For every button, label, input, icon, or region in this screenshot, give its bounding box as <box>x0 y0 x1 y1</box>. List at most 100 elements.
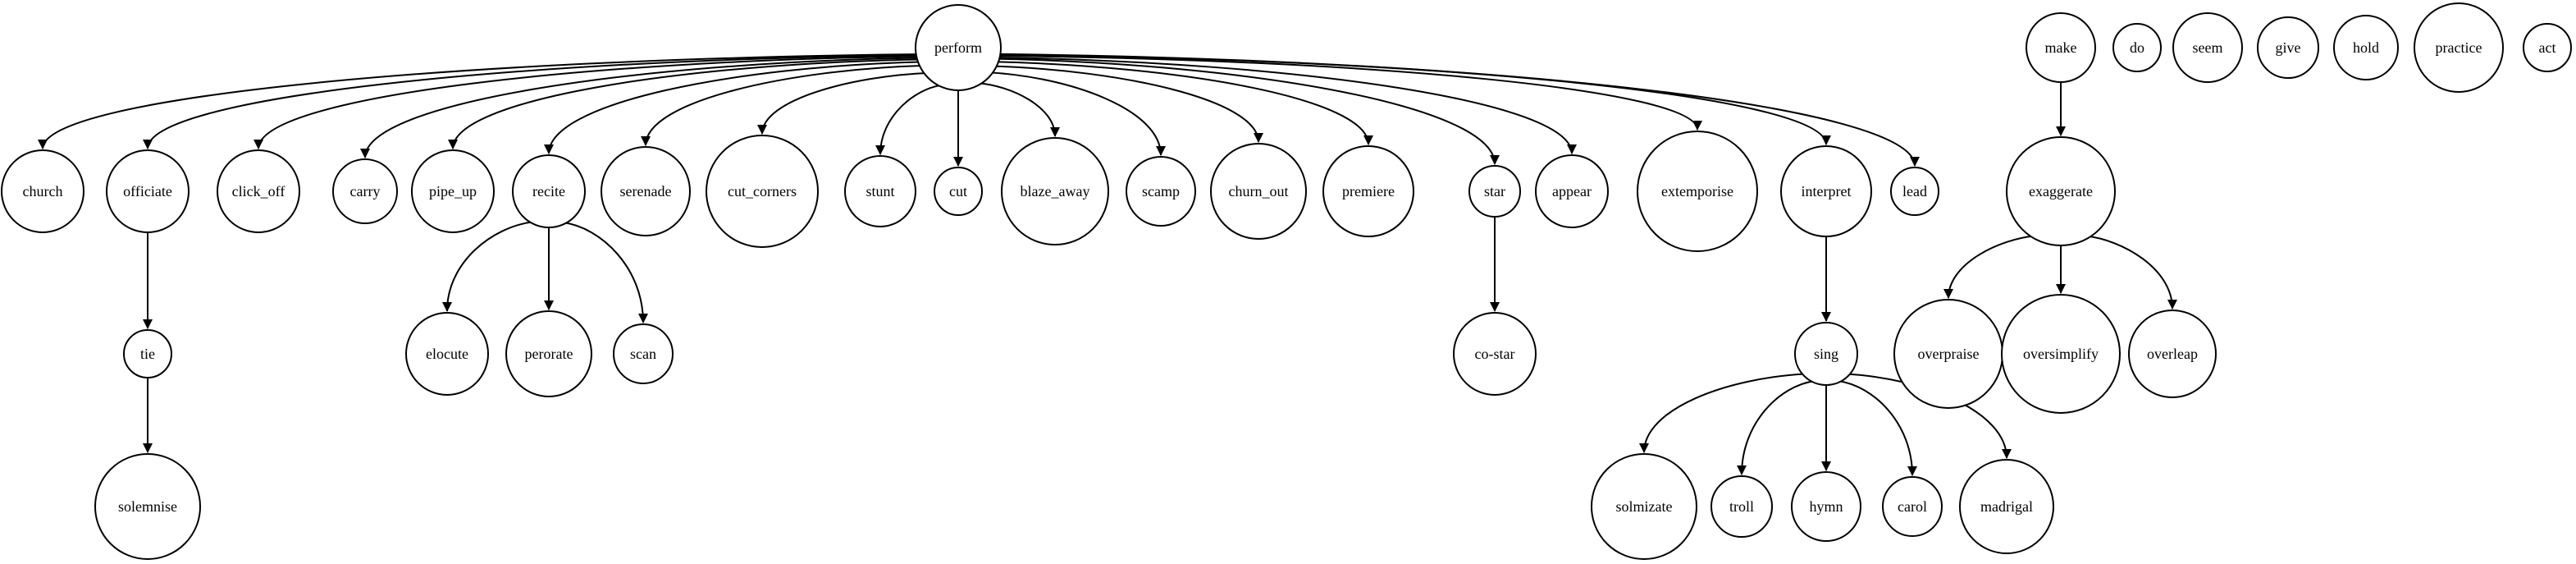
node-circle <box>844 155 916 227</box>
node-label: madrigal <box>1980 498 2033 515</box>
node-label: troll <box>1729 498 1754 515</box>
node-label: click_off <box>232 183 285 199</box>
node-blaze-away: blaze_away <box>1001 137 1109 245</box>
node-label: sing <box>1814 346 1838 362</box>
node-label: solemnise <box>118 498 177 515</box>
node-label: cut_corners <box>728 183 797 199</box>
edge-perform-to-stunt <box>875 84 943 155</box>
node-label: officiate <box>123 183 172 199</box>
node-label: solmizate <box>1616 498 1673 515</box>
node-circle <box>1882 476 1943 537</box>
edge-sing-to-troll <box>1737 380 1815 475</box>
node-circle <box>2414 2 2504 93</box>
node-circle <box>332 158 398 224</box>
node-solmizate: solmizate <box>1591 453 1697 560</box>
node-circle <box>405 312 489 396</box>
node-click-off: click_off <box>217 149 300 233</box>
node-label: lead <box>1902 183 1927 199</box>
node-circle <box>2172 12 2243 83</box>
edge-perform-to-premiere <box>990 61 1373 145</box>
node-label: scamp <box>1142 183 1180 199</box>
node-lead: lead <box>1890 167 1939 216</box>
node-scamp: scamp <box>1126 156 1196 227</box>
node-churn-out: churn_out <box>1210 143 1307 240</box>
node-tie: tie <box>123 329 172 378</box>
node-overleap: overleap <box>2128 310 2217 398</box>
node-label: appear <box>1552 183 1592 199</box>
node-hymn: hymn <box>1791 471 1861 542</box>
node-circle <box>1791 471 1861 542</box>
node-circle <box>94 453 201 560</box>
edge-perform-to-recite <box>544 61 926 154</box>
node-circle <box>1126 156 1196 227</box>
node-label: elocute <box>426 346 468 362</box>
edge-perform-to-churn-out <box>989 65 1263 143</box>
node-circle <box>1890 167 1939 216</box>
node-label: seem <box>2193 39 2223 56</box>
edge-recite-to-scan <box>563 222 648 323</box>
edge-perform-to-serenade <box>641 64 928 146</box>
node-cut: cut <box>934 167 983 216</box>
node-give: give <box>2257 16 2319 79</box>
node-circle <box>1959 459 2054 554</box>
node-circle <box>1794 322 1858 386</box>
node-circle <box>505 310 592 397</box>
node-label: scan <box>630 346 656 362</box>
node-circle <box>1 149 84 233</box>
node-circle <box>1210 143 1307 240</box>
node-circle <box>1001 137 1109 245</box>
node-label: star <box>1484 183 1505 199</box>
edge-sing-to-solmizate <box>1639 373 1807 453</box>
node-circle <box>512 154 586 228</box>
node-star: star <box>1468 165 1521 218</box>
node-label: make <box>2045 39 2077 56</box>
node-perform: perform <box>915 4 1002 91</box>
node-label: overleap <box>2147 346 2198 362</box>
node-label: cut <box>949 183 967 199</box>
node-circle <box>1591 453 1697 560</box>
node-practice: practice <box>2414 2 2504 93</box>
node-oversimplify: oversimplify <box>2001 294 2121 414</box>
node-label: exaggerate <box>2029 183 2093 199</box>
node-label: practice <box>2436 39 2482 56</box>
edge-perform-to-pipe-up <box>448 58 925 149</box>
node-label: blaze_away <box>1021 183 1090 199</box>
node-circle <box>2001 294 2121 414</box>
node-label: oversimplify <box>2023 346 2099 362</box>
node-appear: appear <box>1535 154 1609 228</box>
node-sing: sing <box>1794 322 1858 386</box>
node-label: serenade <box>620 183 672 199</box>
edge-perform-to-blaze-away <box>977 82 1060 137</box>
node-label: pipe_up <box>429 183 477 199</box>
node-label: hymn <box>1809 498 1843 515</box>
node-act: act <box>2523 23 2572 72</box>
node-circle <box>1710 475 1773 538</box>
node-circle <box>915 4 1002 91</box>
edge-perform-to-click-off <box>253 55 925 149</box>
node-label: carol <box>1898 498 1927 515</box>
node-circle <box>613 323 674 384</box>
node-perorate: perorate <box>505 310 592 397</box>
node-recite: recite <box>512 154 586 228</box>
node-label: overpraise <box>1918 346 1980 362</box>
node-circle <box>706 135 819 248</box>
node-circle <box>106 149 190 233</box>
node-label: church <box>23 183 63 199</box>
edge-exaggerate-to-overleap <box>2085 235 2177 310</box>
edge-perform-to-scamp <box>985 71 1166 156</box>
edge-perform-to-appear <box>991 56 1577 154</box>
edge-perform-to-star <box>991 57 1500 165</box>
node-premiere: premiere <box>1322 145 1414 237</box>
node-circle <box>1453 312 1537 396</box>
edge-sing-to-carol <box>1838 380 1917 476</box>
node-circle <box>1468 165 1521 218</box>
node-cut-corners: cut_corners <box>706 135 819 248</box>
node-circle <box>2026 12 2096 83</box>
node-label: tie <box>140 346 155 362</box>
edge-perform-to-church <box>38 53 925 149</box>
node-serenade: serenade <box>601 146 691 236</box>
node-label: give <box>2276 39 2301 56</box>
node-label: do <box>2130 39 2144 56</box>
node-circle <box>1535 154 1609 228</box>
